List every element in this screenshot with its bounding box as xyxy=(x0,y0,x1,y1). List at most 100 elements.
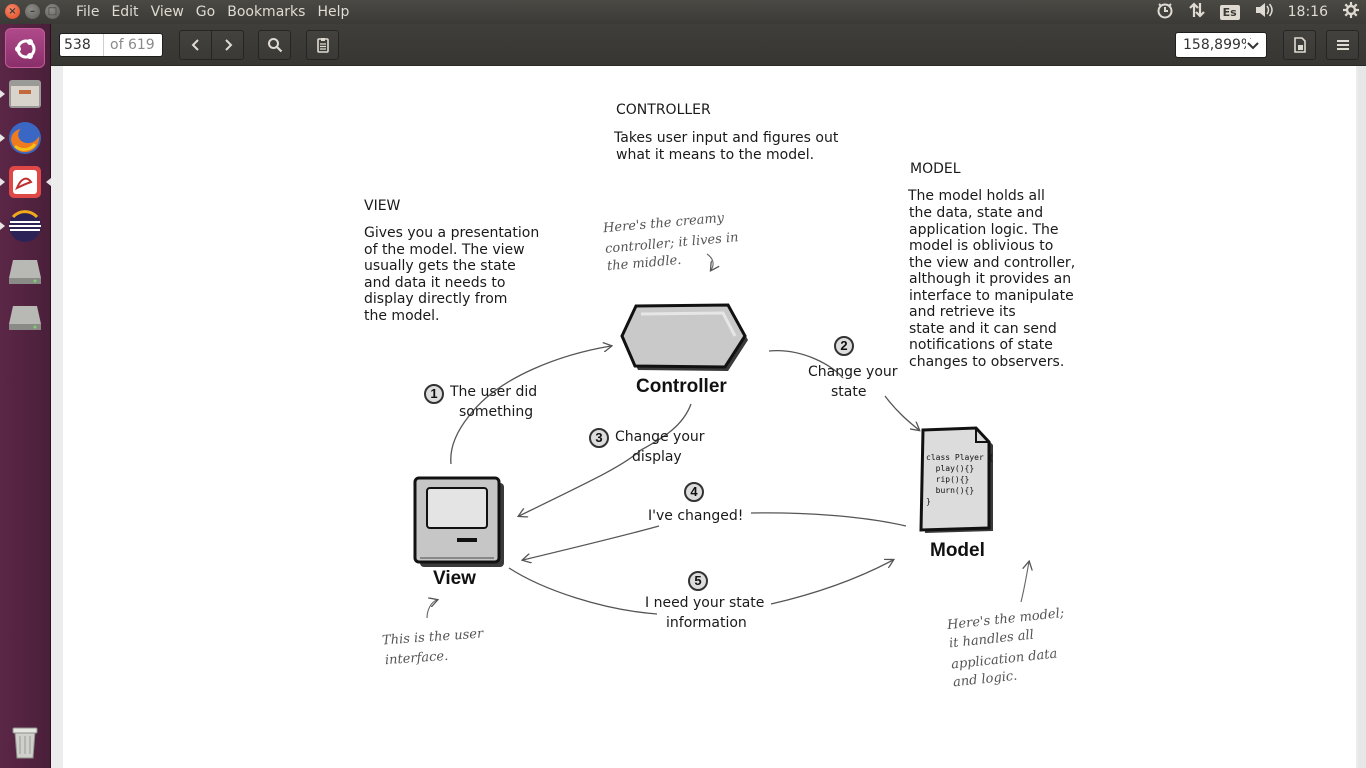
view-desc-line: display directly from xyxy=(364,291,508,307)
close-icon: × xyxy=(8,6,17,17)
timer-icon[interactable] xyxy=(1156,1,1174,23)
unity-launcher xyxy=(0,24,51,768)
search-icon xyxy=(267,38,282,53)
view-heading: VIEW xyxy=(364,198,401,214)
model-label: Model xyxy=(930,540,985,561)
arrow-controller-to-view xyxy=(519,403,692,516)
model-heading: MODEL xyxy=(910,161,961,177)
step-label-line: state xyxy=(831,384,867,400)
zoom-select[interactable]: 158,899% xyxy=(1175,32,1267,58)
window-close-button[interactable]: × xyxy=(5,4,20,19)
code-line: burn(){} xyxy=(926,486,975,495)
note-pointer-view xyxy=(426,600,437,619)
ubuntu-dash-icon[interactable] xyxy=(5,28,45,68)
view-desc-line: Gives you a presentation xyxy=(364,225,540,241)
keyboard-layout-icon[interactable]: Es xyxy=(1219,4,1240,20)
clock[interactable]: 18:16 xyxy=(1287,4,1328,20)
code-line: rip(){} xyxy=(926,475,970,484)
step-label-line: something xyxy=(459,404,534,420)
model-desc-line: model is oblivious to xyxy=(909,238,1054,254)
evince-document-viewer-icon[interactable] xyxy=(5,162,45,202)
annotations-button[interactable] xyxy=(306,30,339,60)
eclipse-icon[interactable] xyxy=(5,206,45,246)
step-label-line: Change your xyxy=(808,364,898,380)
files-icon[interactable] xyxy=(5,74,45,114)
mvc-diagram-arrows xyxy=(413,253,1356,619)
controller-heading: CONTROLLER xyxy=(616,102,711,118)
step-number-badge: 1 xyxy=(424,384,444,404)
model-desc-line: state and it can send xyxy=(909,321,1057,337)
page-selector: of 619 xyxy=(59,33,163,57)
view-label: View xyxy=(433,568,476,589)
arrow-controller-to-model xyxy=(884,395,919,430)
model-desc-line: changes to observers. xyxy=(909,354,1065,370)
controller-hexagon xyxy=(620,303,748,371)
menu-button[interactable] xyxy=(1326,30,1359,60)
running-indicator xyxy=(0,90,5,98)
code-line: } xyxy=(926,497,931,506)
model-desc-line: and retrieve its xyxy=(909,304,1016,320)
controller-label: Controller xyxy=(636,376,727,397)
minimize-icon: – xyxy=(30,6,35,17)
step-number-badge: 2 xyxy=(834,336,854,356)
window-maximize-button[interactable]: □ xyxy=(45,4,60,19)
view-options-button[interactable] xyxy=(1283,30,1316,60)
running-indicator xyxy=(0,134,5,142)
step-label-line: I've changed! xyxy=(648,508,744,524)
drive-icon[interactable] xyxy=(5,298,45,338)
page-total-label: of 619 xyxy=(110,37,155,53)
model-desc-line: although it provides an xyxy=(909,271,1072,287)
page-number-input[interactable] xyxy=(60,34,104,56)
next-page-button[interactable] xyxy=(211,30,244,60)
note-pointer-model xyxy=(1020,562,1029,603)
menu-go[interactable]: Go xyxy=(195,4,216,20)
pdf-page: CONTROLLER Takes user input and figures … xyxy=(63,66,1356,768)
controller-desc-line: Takes user input and figures out xyxy=(614,130,839,146)
running-indicator xyxy=(0,178,5,186)
controller-desc-line: what it means to the model. xyxy=(616,147,815,163)
model-desc-line: the data, state and xyxy=(909,205,1044,221)
zoom-value: 158,899% xyxy=(1183,37,1255,53)
view-desc-line: the model. xyxy=(364,308,440,324)
previous-page-button[interactable] xyxy=(179,30,212,60)
model-desc-line: notifications of state xyxy=(909,337,1053,353)
view-computer-icon xyxy=(413,476,504,567)
step-number-badge: 4 xyxy=(684,482,704,502)
hamburger-menu-icon xyxy=(1336,40,1349,50)
step-number-badge: 3 xyxy=(589,428,609,448)
arrow-view-to-model xyxy=(770,560,893,605)
model-document-icon xyxy=(919,426,993,533)
window-minimize-button[interactable]: – xyxy=(25,4,40,19)
menu-help[interactable]: Help xyxy=(317,4,350,20)
menu-edit[interactable]: Edit xyxy=(111,4,139,20)
step-label-line: I need your state xyxy=(645,595,765,611)
find-button[interactable] xyxy=(258,30,291,60)
firefox-icon[interactable] xyxy=(5,118,45,158)
view-desc-line: and data it needs to xyxy=(364,275,506,291)
volume-icon[interactable] xyxy=(1254,1,1274,23)
scrollbar-track[interactable] xyxy=(1358,66,1366,768)
trash-icon[interactable] xyxy=(5,722,45,762)
top-menu-bar: × – □ File Edit View Go Bookmarks Help E… xyxy=(0,0,1366,24)
step-label-line: Change your xyxy=(615,429,705,445)
menu-file[interactable]: File xyxy=(76,4,100,20)
drive-icon[interactable] xyxy=(5,252,45,292)
model-desc-line: application logic. The xyxy=(909,222,1059,238)
step-label-line: The user did xyxy=(450,384,538,400)
clipboard-icon xyxy=(316,38,329,53)
network-arrows-icon[interactable] xyxy=(1188,1,1206,23)
system-tray: Es 18:16 xyxy=(1156,0,1366,24)
settings-gear-icon[interactable] xyxy=(1342,1,1360,23)
document-toolbar: of 619 158,899% xyxy=(51,24,1366,66)
view-desc-line: usually gets the state xyxy=(364,258,516,274)
menu-bookmarks[interactable]: Bookmarks xyxy=(227,4,306,20)
step-number-badge: 5 xyxy=(688,571,708,591)
chevron-down-icon xyxy=(1246,39,1260,53)
document-view-icon xyxy=(1293,37,1306,53)
menu-view[interactable]: View xyxy=(150,4,184,20)
view-desc-line: of the model. The view xyxy=(364,242,525,258)
document-viewport[interactable]: CONTROLLER Takes user input and figures … xyxy=(51,66,1366,768)
arrow-view-to-controller xyxy=(450,346,611,465)
step-label-line: display xyxy=(632,449,682,465)
chevron-left-icon xyxy=(191,39,199,51)
